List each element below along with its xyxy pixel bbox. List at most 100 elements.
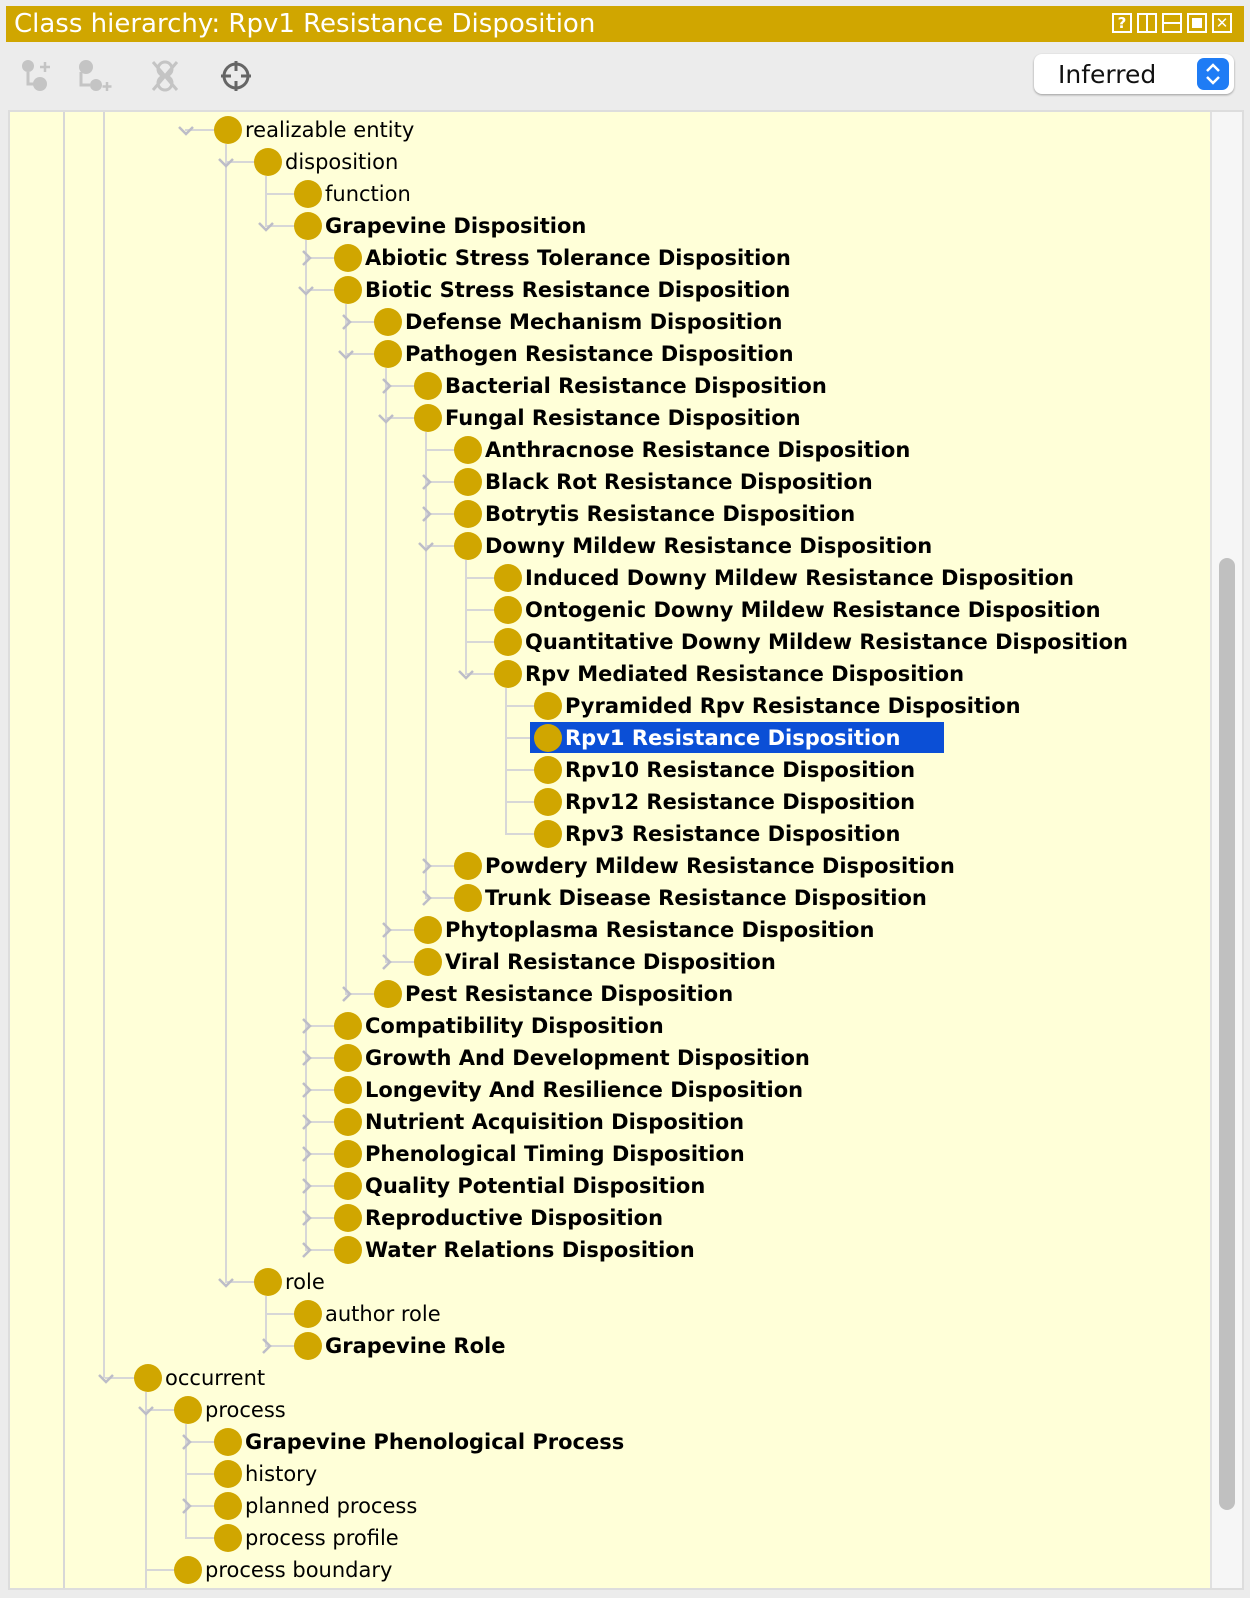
tree-node-label[interactable]: Quantitative Downy Mildew Resistance Dis… xyxy=(525,630,1129,654)
chevron-down-icon[interactable] xyxy=(216,1272,236,1292)
chevron-right-icon[interactable] xyxy=(416,888,436,908)
chevron-right-icon[interactable] xyxy=(416,472,436,492)
chevron-right-icon[interactable] xyxy=(296,1112,316,1132)
chevron-down-icon[interactable] xyxy=(456,664,476,684)
tree-node-label[interactable]: Abiotic Stress Tolerance Disposition xyxy=(365,246,791,270)
chevron-right-icon[interactable] xyxy=(296,1176,316,1196)
tree-node-label[interactable]: Black Rot Resistance Disposition xyxy=(485,470,873,494)
chevron-down-icon[interactable] xyxy=(376,408,396,428)
tree-node-label[interactable]: Downy Mildew Resistance Disposition xyxy=(485,534,933,558)
tree-node-label[interactable]: Defense Mechanism Disposition xyxy=(405,310,783,334)
add-sibling-class-icon[interactable] xyxy=(76,58,112,94)
chevron-right-icon[interactable] xyxy=(376,920,396,940)
chevron-down-icon[interactable] xyxy=(296,280,316,300)
tree-node-label[interactable]: Reproductive Disposition xyxy=(365,1206,664,1230)
tree-node-label[interactable]: function xyxy=(325,182,411,206)
chevron-right-icon[interactable] xyxy=(376,952,396,972)
tree-connector xyxy=(185,1537,216,1539)
chevron-right-icon[interactable] xyxy=(296,1016,316,1036)
tree-node-label[interactable]: Compatibility Disposition xyxy=(365,1014,664,1038)
tree-node-label[interactable]: Botrytis Resistance Disposition xyxy=(485,502,856,526)
chevron-right-icon[interactable] xyxy=(296,1208,316,1228)
tree-node-label[interactable]: planned process xyxy=(245,1494,418,1518)
chevron-right-icon[interactable] xyxy=(256,1336,276,1356)
class-icon xyxy=(374,980,402,1008)
chevron-right-icon[interactable] xyxy=(416,504,436,524)
tree-node-label[interactable]: Fungal Resistance Disposition xyxy=(445,406,801,430)
chevron-right-icon[interactable] xyxy=(176,1432,196,1452)
chevron-down-icon[interactable] xyxy=(416,536,436,556)
tree-node-label[interactable]: Biotic Stress Resistance Disposition xyxy=(365,278,791,302)
tree-node-label[interactable]: Powdery Mildew Resistance Disposition xyxy=(485,854,955,878)
tree-node-label[interactable]: Pathogen Resistance Disposition xyxy=(405,342,794,366)
tree-node-label[interactable]: Rpv1 Resistance Disposition xyxy=(565,726,901,750)
chevron-right-icon[interactable] xyxy=(336,312,356,332)
tree-node-label[interactable]: Pyramided Rpv Resistance Disposition xyxy=(565,694,1021,718)
updown-chevron-icon xyxy=(1197,58,1229,90)
split-horizontal-icon[interactable] xyxy=(1162,13,1182,33)
tree-node-label[interactable]: Quality Potential Disposition xyxy=(365,1174,706,1198)
tree-node-label[interactable]: role xyxy=(285,1270,325,1294)
delete-class-icon[interactable] xyxy=(147,58,183,94)
tree-node-label[interactable]: Grapevine Role xyxy=(325,1334,506,1358)
tree-node-label[interactable]: Rpv12 Resistance Disposition xyxy=(565,790,916,814)
chevron-down-icon[interactable] xyxy=(96,1368,116,1388)
chevron-right-icon[interactable] xyxy=(376,376,396,396)
chevron-down-icon[interactable] xyxy=(216,152,236,172)
tree-node-label[interactable]: Longevity And Resilience Disposition xyxy=(365,1078,804,1102)
tree-node-label[interactable]: process boundary xyxy=(205,1558,393,1582)
tree-node-label[interactable]: process profile xyxy=(245,1526,399,1550)
chevron-right-icon[interactable] xyxy=(296,1144,316,1164)
help-icon[interactable]: ? xyxy=(1112,13,1132,33)
tree-node-label[interactable]: Ontogenic Downy Mildew Resistance Dispos… xyxy=(525,598,1101,622)
chevron-right-icon[interactable] xyxy=(296,248,316,268)
tree-node-label[interactable]: Bacterial Resistance Disposition xyxy=(445,374,827,398)
tree-node-label[interactable]: history xyxy=(245,1462,318,1486)
chevron-right-icon[interactable] xyxy=(176,1496,196,1516)
chevron-down-icon[interactable] xyxy=(256,216,276,236)
chevron-right-icon[interactable] xyxy=(416,856,436,876)
title-bar: Class hierarchy: Rpv1 Resistance Disposi… xyxy=(6,6,1244,42)
tree-node-label[interactable]: Nutrient Acquisition Disposition xyxy=(365,1110,745,1134)
find-target-icon[interactable] xyxy=(218,58,254,94)
chevron-right-icon[interactable] xyxy=(336,984,356,1004)
split-vertical-icon[interactable] xyxy=(1137,13,1157,33)
tree-node-label[interactable]: Anthracnose Resistance Disposition xyxy=(485,438,911,462)
tree-connector xyxy=(265,1345,296,1347)
tree-node-label[interactable]: Pest Resistance Disposition xyxy=(405,982,734,1006)
tree-connector xyxy=(265,1313,296,1315)
tree-node-label[interactable]: Rpv10 Resistance Disposition xyxy=(565,758,916,782)
tree-node-label[interactable]: Viral Resistance Disposition xyxy=(445,950,776,974)
hierarchy-mode-select[interactable]: Inferred xyxy=(1034,54,1234,94)
tree-node-label[interactable]: Rpv Mediated Resistance Disposition xyxy=(525,662,965,686)
tree-node-label[interactable]: Water Relations Disposition xyxy=(365,1238,695,1262)
tree-node-label[interactable]: Grapevine Phenological Process xyxy=(245,1430,625,1454)
class-icon xyxy=(414,372,442,400)
tree-node-label[interactable]: disposition xyxy=(285,150,399,174)
chevron-right-icon[interactable] xyxy=(296,1048,316,1068)
tree-node-label[interactable]: Rpv3 Resistance Disposition xyxy=(565,822,901,846)
tree-node-label[interactable]: process xyxy=(205,1398,286,1422)
tree-connector xyxy=(505,769,536,771)
tree-node-label[interactable]: Growth And Development Disposition xyxy=(365,1046,810,1070)
chevron-right-icon[interactable] xyxy=(296,1080,316,1100)
chevron-down-icon[interactable] xyxy=(136,1400,156,1420)
chevron-right-icon[interactable] xyxy=(296,1240,316,1260)
tree-node-label[interactable]: Grapevine Disposition xyxy=(325,214,587,238)
add-subclass-icon[interactable] xyxy=(18,58,54,94)
tree-node-label[interactable]: occurrent xyxy=(165,1366,266,1390)
tree-node-label[interactable]: Phytoplasma Resistance Disposition xyxy=(445,918,875,942)
chevron-down-icon[interactable] xyxy=(176,120,196,140)
tree-node-label[interactable]: Trunk Disease Resistance Disposition xyxy=(485,886,927,910)
tree-node-label[interactable]: Induced Downy Mildew Resistance Disposit… xyxy=(525,566,1074,590)
maximize-icon[interactable] xyxy=(1187,13,1207,33)
tree-node-label[interactable]: Phenological Timing Disposition xyxy=(365,1142,745,1166)
tree-node-label[interactable]: realizable entity xyxy=(245,118,415,142)
tree-node-label[interactable]: author role xyxy=(325,1302,441,1326)
chevron-down-icon[interactable] xyxy=(336,344,356,364)
scrollbar-thumb[interactable] xyxy=(1219,558,1235,1510)
close-icon[interactable]: ✕ xyxy=(1212,13,1232,33)
vertical-scrollbar[interactable] xyxy=(1210,112,1242,1588)
tree-connector xyxy=(185,129,216,131)
